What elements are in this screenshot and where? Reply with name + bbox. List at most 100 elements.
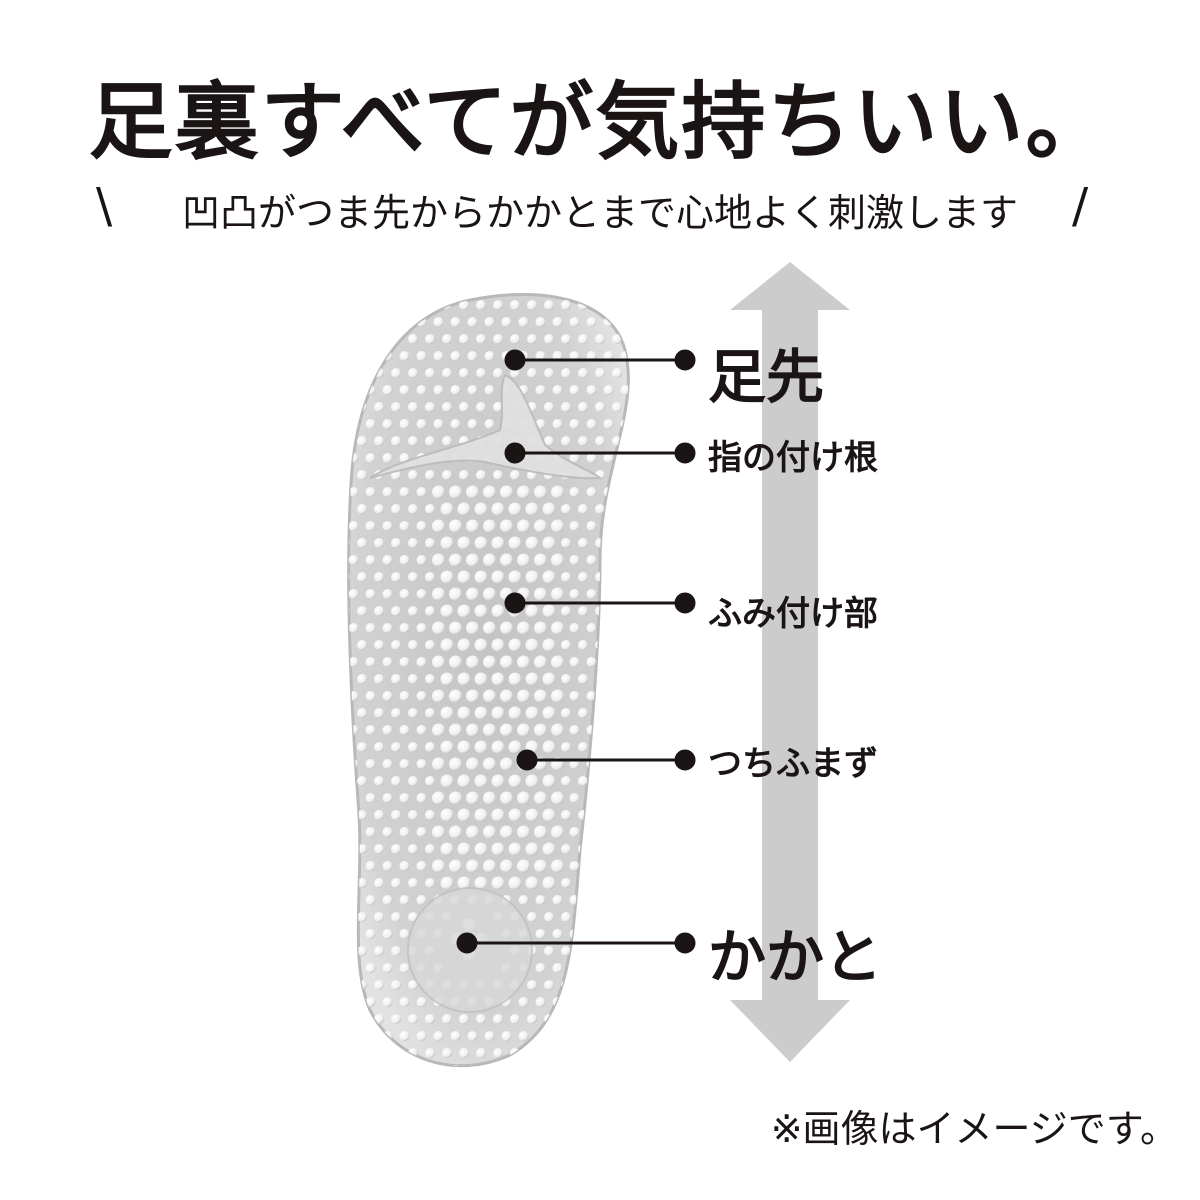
massage-nub (484, 419, 495, 429)
massage-nub (535, 1065, 546, 1066)
massage-nub (459, 1014, 469, 1024)
massage-nub (382, 453, 393, 463)
massage-nub (569, 317, 580, 327)
label-toe-base: 指の付け根 (708, 438, 878, 478)
massage-nub (612, 1014, 622, 1024)
massage-nub (552, 929, 563, 939)
massage-nub (440, 706, 454, 720)
massage-nub (348, 487, 359, 497)
massage-nub (569, 725, 580, 735)
massage-nub (466, 723, 479, 737)
massage-nub (474, 638, 488, 652)
massage-nub (603, 317, 614, 327)
direction-arrow-icon (730, 262, 850, 1062)
massage-nub (416, 861, 427, 871)
massage-nub (382, 589, 393, 599)
massage-nub (348, 1031, 359, 1041)
massage-nub (612, 470, 622, 480)
massage-nub (491, 672, 505, 686)
massage-nub (348, 844, 350, 854)
massage-nub (365, 623, 376, 633)
massage-nub (620, 997, 629, 1007)
label-arch: つちふまず (708, 744, 878, 784)
massage-nub (542, 536, 556, 550)
massage-nub (433, 351, 444, 361)
massage-nub (542, 570, 556, 584)
massage-nub (408, 504, 418, 514)
massage-nub (474, 842, 488, 856)
massage-nub (466, 859, 479, 873)
massage-nub (457, 536, 471, 550)
massage-nub (449, 757, 462, 771)
massage-nub (459, 368, 469, 378)
massage-nub (442, 1014, 452, 1024)
massage-nub (365, 1065, 376, 1066)
massage-nub (525, 774, 539, 788)
massage-nub (603, 725, 614, 735)
massage-nub (348, 997, 359, 1007)
massage-nub (629, 572, 639, 582)
massage-nub (365, 691, 376, 701)
massage-nub (391, 912, 401, 922)
massage-nub (457, 502, 471, 516)
massage-nub (442, 368, 452, 378)
massage-nub (620, 521, 629, 531)
massage-nub (433, 385, 444, 395)
massage-nub (425, 368, 435, 378)
massage-nub (544, 980, 554, 990)
massage-nub (382, 521, 393, 531)
massage-nub (508, 502, 522, 516)
massage-nub (399, 1031, 410, 1041)
massage-nub (517, 859, 530, 873)
massage-nub (612, 504, 622, 514)
massage-nub (357, 1014, 367, 1024)
massage-nub (595, 708, 605, 718)
massage-nub (348, 878, 350, 888)
massage-nub (638, 385, 648, 395)
massage-nub (348, 385, 359, 395)
massage-nub (603, 385, 614, 395)
massage-nub (629, 300, 639, 310)
massage-nub (382, 963, 393, 973)
massage-nub (638, 929, 648, 939)
massage-nub (620, 691, 629, 701)
massage-nub (433, 317, 444, 327)
massage-nub (544, 436, 554, 446)
massage-nub (595, 1048, 605, 1058)
massage-nub (357, 334, 367, 344)
massage-nub (578, 368, 588, 378)
massage-nub (382, 385, 393, 395)
massage-nub (629, 776, 639, 786)
massage-nub (500, 757, 513, 771)
massage-nub (432, 621, 445, 635)
massage-nub (408, 640, 418, 650)
massage-nub (629, 470, 639, 480)
massage-nub (508, 808, 522, 822)
massage-nub (561, 504, 571, 514)
massage-nub (534, 723, 547, 737)
massage-nub (432, 655, 445, 669)
massage-nub (586, 555, 597, 565)
massage-nub (416, 793, 427, 803)
massage-nub (348, 810, 350, 820)
massage-nub (391, 1048, 401, 1058)
massage-nub (491, 604, 505, 618)
massage-nub (357, 538, 367, 548)
massage-nub (491, 876, 505, 890)
massage-nub (551, 587, 564, 601)
massage-nub (612, 776, 622, 786)
massage-nub (542, 672, 556, 686)
massage-nub (483, 655, 496, 669)
massage-nub (578, 776, 588, 786)
massage-nub (569, 555, 580, 565)
massage-nub (399, 929, 410, 939)
massage-nub (399, 895, 410, 905)
massage-nub (365, 521, 376, 531)
massage-nub (551, 859, 564, 873)
massage-nub (518, 997, 529, 1007)
massage-nub (457, 638, 471, 652)
massage-nub (457, 672, 471, 686)
massage-nub (552, 1031, 563, 1041)
massage-nub (491, 706, 505, 720)
massage-nub (484, 1031, 495, 1041)
